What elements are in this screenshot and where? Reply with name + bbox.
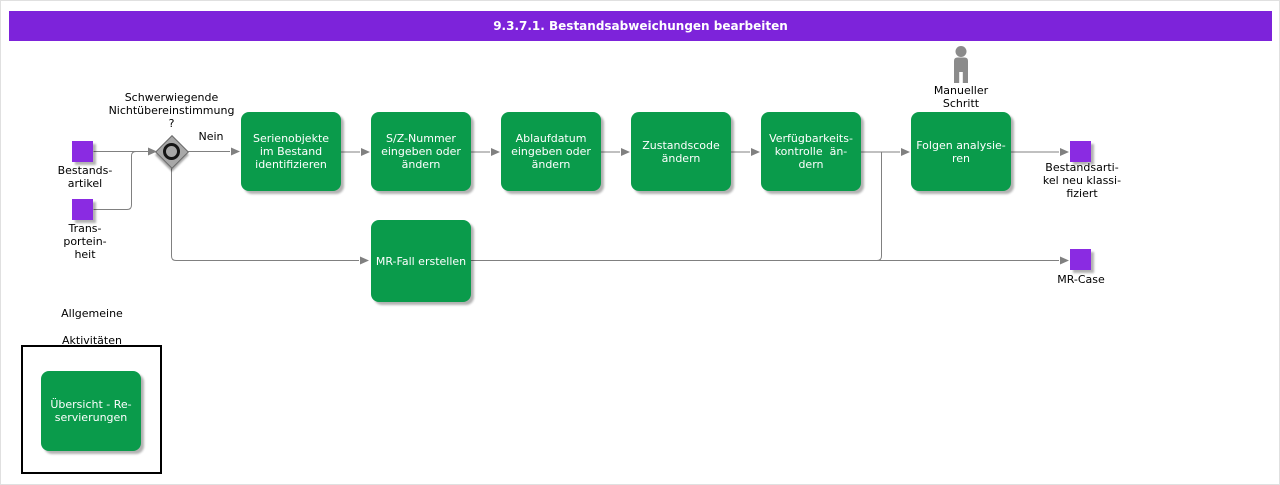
manual-step-label: Manueller Schritt	[933, 84, 989, 110]
arrowhead-into-mrfall	[360, 256, 369, 265]
gateway-question-label: Schwerwiegende Nichtübereinstimmung ?	[108, 91, 235, 130]
arrowhead-into-mrcase	[1060, 256, 1069, 265]
function-serienobjekte-identifizieren[interactable]: Serienobjekte im Bestand identifizieren	[241, 112, 341, 191]
arrowhead-into-gateway	[148, 147, 157, 156]
event-transporteinheit[interactable]	[72, 199, 93, 220]
arrowhead-into-serienobjekte	[231, 147, 240, 156]
function-folgen-analysieren[interactable]: Folgen analysie- ren	[911, 112, 1011, 191]
diagram-title: 9.3.7.1. Bestandsabweichungen bearbeiten	[493, 19, 788, 33]
manual-step-person-icon	[954, 46, 968, 83]
arrowhead-into-folgen	[901, 148, 910, 156]
edge-transporteinheit-to-gateway	[93, 151, 137, 210]
diagram-title-bar: 9.3.7.1. Bestandsabweichungen bearbeiten	[9, 11, 1272, 41]
event-bestandsartikel-neu-klassifiziert[interactable]	[1070, 141, 1091, 162]
event-mr-case[interactable]	[1070, 249, 1091, 270]
arrowhead-into-bestandsartikel-neu	[1060, 148, 1069, 156]
event-bestandsartikel[interactable]	[72, 141, 93, 162]
group-label-aktivitaeten: Aktivitäten	[62, 334, 122, 347]
gateway-branch-label-nein: Nein	[198, 130, 224, 143]
edge-gateway-to-mrfall	[171, 166, 359, 261]
arrowhead-into-verfuegbarkeit	[751, 148, 760, 156]
function-ablaufdatum-eingeben[interactable]: Ablaufdatum eingeben oder ändern	[501, 112, 601, 191]
function-sz-nummer-eingeben[interactable]: S/Z-Nummer eingeben oder ändern	[371, 112, 471, 191]
function-mr-fall-erstellen[interactable]: MR-Fall erstellen	[371, 220, 471, 302]
arrowhead-into-zustandscode	[621, 148, 630, 156]
event-label-mr-case: MR-Case	[1057, 273, 1105, 286]
function-uebersicht-reservierungen[interactable]: Übersicht - Re- servierungen	[41, 371, 141, 451]
function-zustandscode-aendern[interactable]: Zustandscode ändern	[631, 112, 731, 191]
event-label-transporteinheit: Trans- portein- heit	[63, 222, 107, 261]
gateway-circle-icon	[163, 143, 180, 160]
arrowhead-into-ablaufdatum	[491, 148, 500, 156]
event-label-bestandsartikel-neu: Bestandsarti- kel neu klassi- fiziert	[1042, 161, 1122, 200]
function-verfuegbarkeitskontrolle-aendern[interactable]: Verfügbarkeits- kontrolle än- dern	[761, 112, 861, 191]
edge-mrfall-merge-to-folgen	[876, 152, 882, 261]
arrowhead-into-sznummer	[361, 148, 370, 156]
group-label-allgemeine: Allgemeine	[61, 307, 123, 320]
event-label-bestandsartikel: Bestands- artikel	[57, 164, 113, 190]
